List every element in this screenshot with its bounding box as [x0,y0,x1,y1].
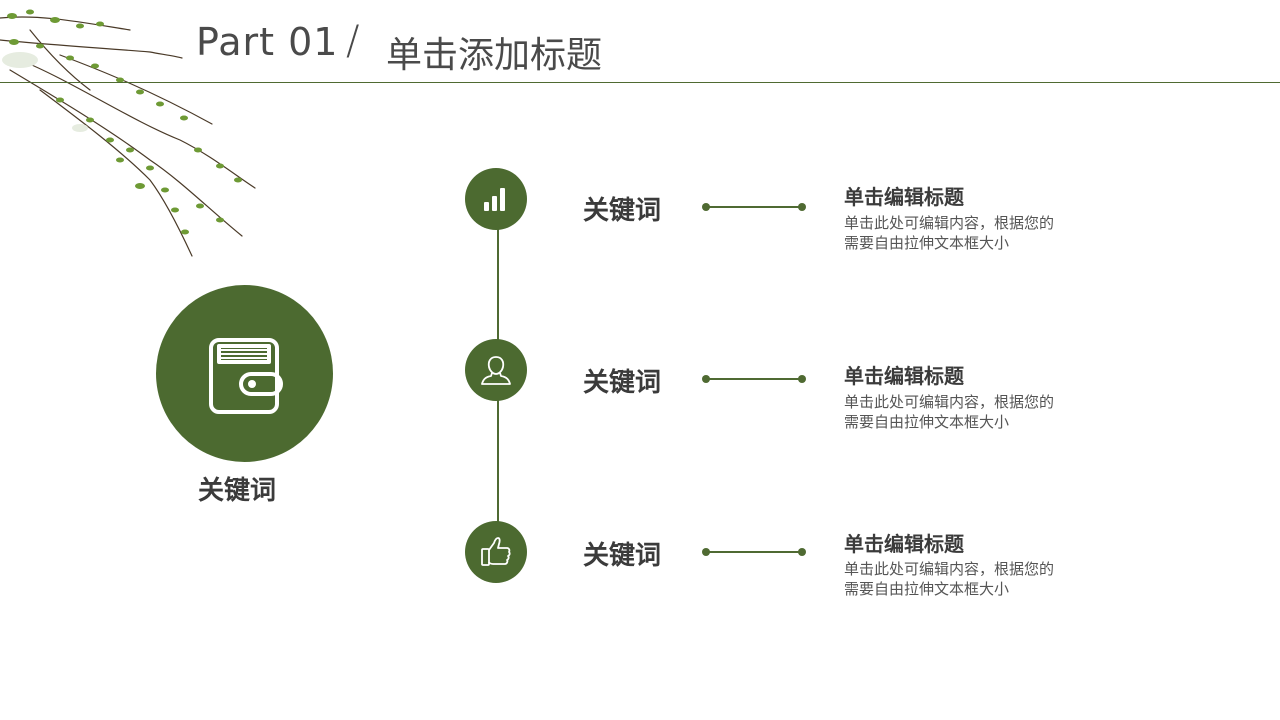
part-number: Part 01 [196,20,339,64]
item-keyword-2[interactable]: 关键词 [583,368,662,398]
timeline-node-3 [465,521,527,583]
user-icon [481,356,511,385]
item-title-3[interactable]: 单击编辑标题 [844,532,964,556]
center-circle [156,285,333,462]
bar-chart-icon [484,188,505,211]
item-desc-1[interactable]: 单击此处可编辑内容，根据您的需要自由拉伸文本框大小 [844,214,1055,252]
item-desc-2[interactable]: 单击此处可编辑内容，根据您的需要自由拉伸文本框大小 [844,393,1055,431]
header-separator: / [346,18,360,64]
connector-2 [702,375,806,383]
item-title-2[interactable]: 单击编辑标题 [844,364,964,388]
timeline-node-2 [465,339,527,401]
thumbs-up-icon [481,537,511,566]
page-title[interactable]: 单击添加标题 [386,35,603,76]
item-keyword-1[interactable]: 关键词 [583,196,662,226]
item-title-1[interactable]: 单击编辑标题 [844,185,964,209]
center-keyword[interactable]: 关键词 [197,476,276,506]
timeline-node-1 [465,168,527,230]
connector-1 [702,203,806,211]
header-divider [0,82,1280,83]
item-keyword-3[interactable]: 关键词 [583,541,662,571]
connector-3 [702,548,806,556]
item-desc-3[interactable]: 单击此处可编辑内容，根据您的需要自由拉伸文本框大小 [844,560,1055,598]
wallet-icon [208,337,283,414]
